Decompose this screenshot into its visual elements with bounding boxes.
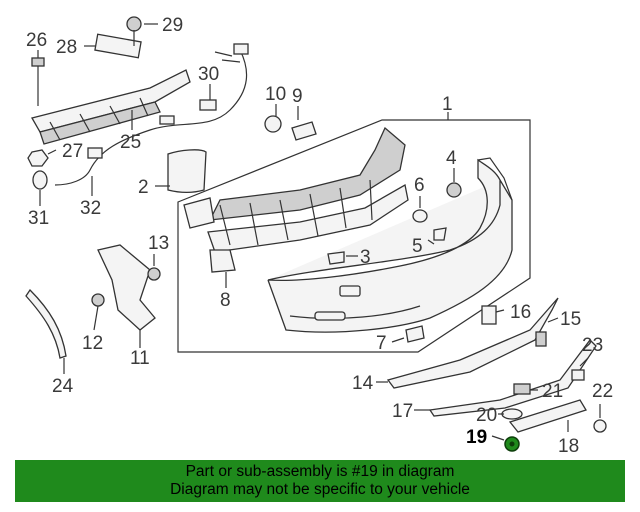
info-banner: Part or sub-assembly is #19 in diagram D… — [15, 460, 625, 502]
callout-23: 23 — [582, 335, 603, 356]
bumper-cover — [267, 158, 513, 333]
callout-16: 16 — [510, 302, 531, 323]
callout-13: 13 — [148, 233, 169, 254]
wiring-harness — [54, 49, 248, 186]
parts-diagram: 1 2 3 4 5 6 7 8 9 10 11 12 13 14 15 16 1… — [25, 15, 613, 457]
banner-line-part: Part or sub-assembly is #19 in diagram — [185, 463, 455, 480]
callout-32: 32 — [80, 198, 101, 219]
callout-20: 20 — [476, 405, 497, 426]
callout-2: 2 — [138, 177, 149, 198]
banner-line-disclaimer: Diagram may not be specific to your vehi… — [170, 481, 470, 498]
callout-22: 22 — [592, 381, 613, 402]
bumper-carrier — [208, 126, 406, 221]
callout-27: 27 — [62, 141, 83, 162]
callout-30: 30 — [198, 64, 219, 85]
callout-29: 29 — [162, 15, 183, 36]
callout-1: 1 — [442, 94, 453, 115]
callout-18: 18 — [558, 436, 579, 457]
lower-trim-14 — [386, 297, 559, 389]
callout-7: 7 — [376, 333, 387, 354]
leader-lines — [37, 23, 601, 441]
callout-26: 26 — [26, 30, 47, 51]
bumper-assembly-frame — [177, 119, 531, 353]
callout-28: 28 — [56, 37, 77, 58]
callout-4: 4 — [446, 148, 457, 169]
callout-10: 10 — [265, 84, 286, 105]
callout-15: 15 — [560, 309, 581, 330]
callout-14: 14 — [352, 373, 374, 394]
callout-9: 9 — [292, 86, 303, 107]
callout-17: 17 — [392, 401, 413, 422]
callout-8: 8 — [220, 290, 231, 311]
callout-24: 24 — [52, 376, 74, 397]
side-bracket — [97, 244, 156, 331]
callout-11: 11 — [130, 348, 150, 369]
bracket-28 — [94, 33, 142, 59]
callout-31: 31 — [28, 208, 49, 229]
callout-21: 21 — [542, 381, 563, 402]
callout-19: 19 — [466, 427, 487, 448]
callout-5: 5 — [412, 236, 423, 257]
callout-25: 25 — [120, 132, 141, 153]
callout-6: 6 — [414, 175, 425, 196]
callout-12: 12 — [82, 333, 103, 354]
callout-3: 3 — [360, 247, 371, 268]
